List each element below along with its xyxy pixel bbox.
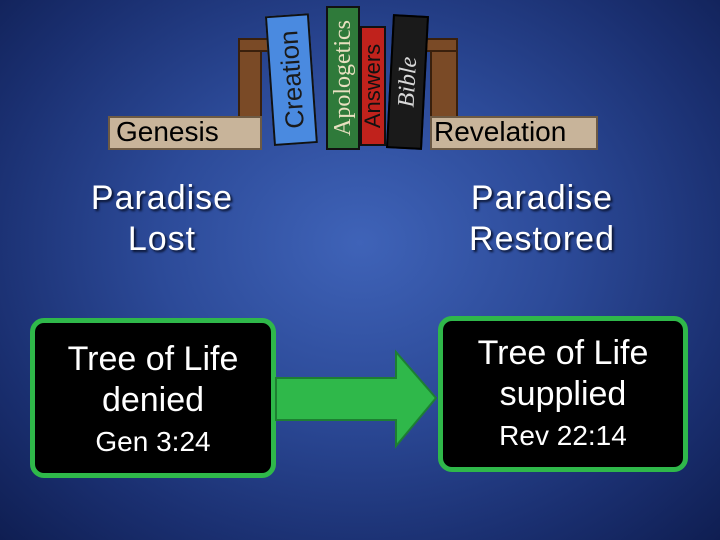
paradise-restored-line2: Restored [469,219,615,258]
tree-denied-box: Tree of Life denied Gen 3:24 [30,318,276,478]
shelf-left-foot [108,116,262,150]
paradise-restored-heading: Paradise Restored [432,178,652,260]
paradise-lost-line1: Paradise [90,179,234,217]
shelf-right-foot [430,116,598,150]
tree-supplied-line2: supplied [499,374,627,413]
paradise-lost-line2: Lost [127,219,197,258]
genesis-label: Genesis [116,116,219,147]
revelation-label: Revelation [434,116,567,147]
book-answers: Answers [360,26,386,146]
tree-denied-line2: denied [101,380,205,419]
paradise-lost-heading: Paradise Lost [62,178,262,260]
book-apologetics: Apologetics [326,6,360,150]
gen-reference: Gen 3:24 [95,425,211,457]
tree-supplied-box: Tree of Life supplied Rev 22:14 [438,316,688,472]
tree-denied-line1: Tree of Life [67,340,239,378]
tree-supplied-line1: Tree of Life [477,334,649,372]
paradise-restored-line1: Paradise [470,179,614,217]
arrow-shape [275,349,438,449]
rev-reference: Rev 22:14 [499,419,627,451]
